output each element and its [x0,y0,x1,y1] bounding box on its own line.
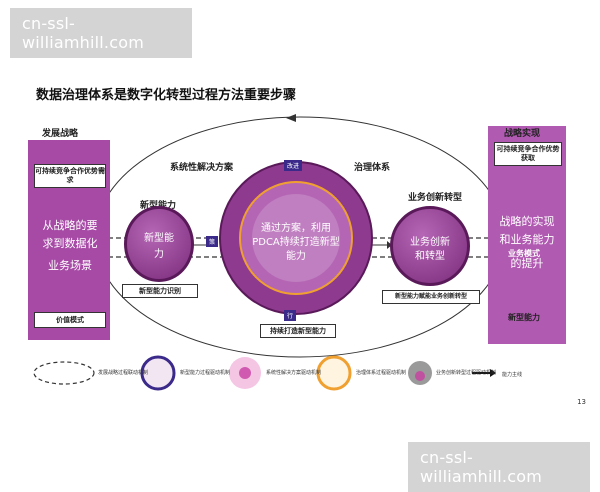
box-continuous-build: 持续打造新型能力 [260,324,336,338]
legend-icon-sphere-core [415,371,425,381]
right-panel-header: 战略实现 [504,129,541,139]
cycle-arrow-head [286,114,296,122]
page-title: 数据治理体系是数字化转型过程方法重要步骤 [36,88,297,103]
right-panel-box: 可持续竞争合作优势获取 [494,142,562,166]
center-circle-text-1: 通过方案，利用 [261,223,331,234]
right-panel-text-1: 战略的实现 [499,215,555,228]
center-circle-text-3: 能力 [286,251,306,262]
legend-text-3: 系统性解决方案驱动机制 [266,370,322,376]
label-governance: 治理体系 [354,163,391,173]
legend-text-6: 能力主线 [502,372,523,378]
tag-improve: 改进 [284,160,303,171]
right-panel-sub: 业务模式 [508,249,540,258]
legend-text-5: 业务创新转型过程驱动机制 [436,370,497,376]
circle-new-capability-text-2: 力 [154,249,164,260]
center-circle-inner [252,194,340,282]
center-circle-text-2: PDCA持续打造新型 [252,237,340,248]
tag-plan: 策 [206,236,219,247]
circle-new-capability [124,206,194,282]
right-panel-bottom: 新型能力 [508,313,540,322]
left-panel-header: 发展战略 [42,129,79,139]
circle-innovation-text-1: 业务创新 [410,237,450,248]
left-panel-text-1: 从战略的要 [42,219,98,232]
page-number: 13 [577,398,586,406]
left-panel-text-3: 业务场景 [48,259,92,272]
left-panel-text-2: 求到数据化 [42,237,98,250]
watermark-top: cn-ssl-williamhill.com [10,8,192,58]
box-capability-identify: 新型能力识别 [122,284,198,298]
right-panel-text-3: 的提升 [510,257,544,270]
legend-icon-arrow-head [490,369,496,377]
legend-text-4: 治理体系过程驱动机制 [356,370,407,376]
left-panel-bottom: 价值模式 [34,312,106,328]
legend-icon-ring [140,355,176,391]
arrow-to-right-circle [387,241,392,249]
box-empower: 新型能力赋能业务创新转型 [382,290,480,304]
circle-innovation-text-2: 和转型 [415,251,445,262]
legend-text-1: 发展战略过程联动机制 [98,370,149,376]
tag-exec: 行 [284,310,297,321]
legend-text-2: 新型能力过程驱动机制 [180,370,231,376]
label-innovation: 业务创新转型 [408,193,463,203]
legend-icons [33,355,496,391]
label-systemic-solution: 系统性解决方案 [170,163,234,173]
circle-innovation [390,206,470,286]
right-panel-text-2: 和业务能力 [499,233,555,246]
legend-icon-dashed [33,361,95,385]
circle-new-capability-text-1: 新型能 [144,233,174,244]
legend-icon-flower-core [239,367,251,379]
center-circle [219,161,373,315]
legend-icon-orange [316,355,352,391]
left-panel-box: 可持续竞争合作优势需求 [34,164,106,188]
